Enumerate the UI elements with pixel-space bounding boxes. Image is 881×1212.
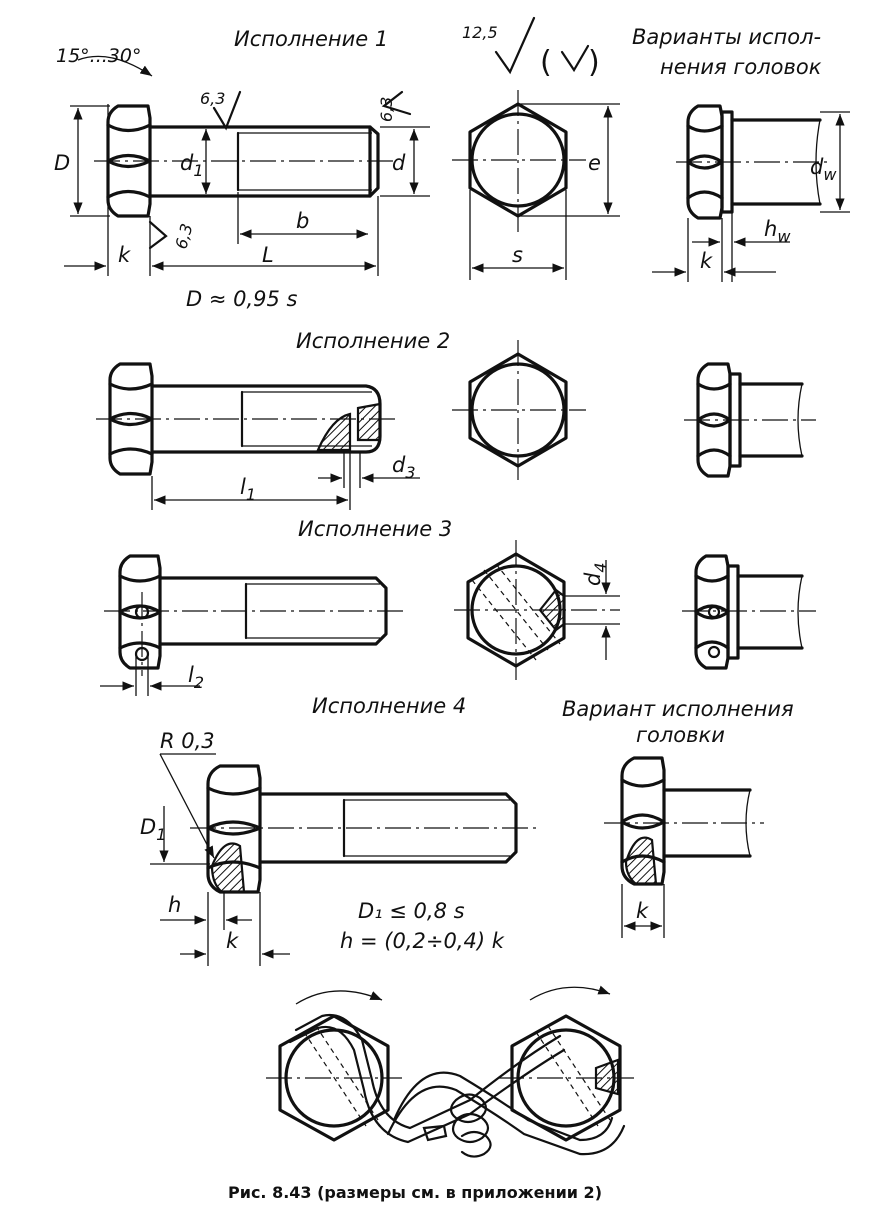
svg-text:d1: d1 [180,151,204,180]
dim-l1-sub: 1 [246,485,256,504]
dim-k-4: k [226,929,239,953]
title-variant-line1: Вариант исполнения [562,697,794,721]
bolt-1-dimensions: 15°...30° D d1 d k L b 6,3 6,3 6,3 D ≈ 0… [54,45,430,311]
dim-R: R 0,3 [160,729,215,753]
roughness-main-label: 12,5 [462,23,498,42]
dim-d4: d [581,572,605,586]
bolt-1-side-view [94,104,396,218]
head-variant-flange-3 [682,554,816,670]
svg-text:l2: l2 [188,663,204,692]
bolt-2-side-view [96,362,396,476]
dim-D1: D [140,815,156,839]
bolt-4-dimensions: R 0,3 D1 h k D₁ ≤ 0,8 s h = (0,2÷0,4) k [140,729,505,966]
dim-d3-sub: 3 [405,463,415,482]
hex-end-view-2 [452,340,586,480]
head-variant-flange-1: dw k hw [652,104,850,282]
title-variants-line2: нения головок [660,55,822,79]
head-variant-flange-2 [684,362,816,478]
dim-d3: d [392,453,406,477]
dim-k: k [118,243,131,267]
dim-hw-sub: w [777,227,791,246]
title-ispolnenie-3: Исполнение 3 [298,517,452,541]
dim-d1: d [180,151,194,175]
bolt-2-dimensions: l1 d3 [151,452,420,510]
dim-k-variant-4: k [636,899,649,923]
dim-d1-sub: 1 [193,161,203,180]
dim-L: L [262,243,274,267]
bolt-4-side-view [190,764,536,894]
title-ispolnenie-4: Исполнение 4 [312,694,466,718]
bolt-3-side-view [104,554,404,676]
svg-text:dw: dw [810,155,837,184]
dim-d: d [392,151,406,175]
svg-text:d3: d3 [392,453,416,482]
hex-end-view-3: d4 [454,540,620,680]
dim-e: e [588,151,601,175]
dim-hw: h [764,217,777,241]
dim-angle: 15°...30° [56,45,141,67]
dim-dw: d [810,155,824,179]
roughness-local-1: 6,3 [200,89,225,108]
dim-d4-sub: 4 [591,562,610,572]
svg-text:(: ( [540,45,552,80]
svg-text:): ) [588,45,600,80]
svg-text:d4: d4 [581,562,610,586]
hex-end-view-1: e s [452,90,620,280]
svg-text:hw: hw [764,217,791,246]
svg-text:D1: D1 [140,815,166,844]
roughness-local-2: 6,3 [377,97,396,122]
dim-k-variant: k [700,249,713,273]
dim-D1-sub: 1 [156,825,166,844]
dim-h: h [168,893,181,917]
formula-f2: D₁ ≤ 0,8 s [358,899,465,923]
formula-f3: h = (0,2÷0,4) k [340,929,505,953]
roughness-sign: 12,5 ( ) [462,16,600,80]
head-variant-4: k [604,756,764,938]
title-variants-line1: Варианты испол- [632,25,821,49]
dim-l2-sub: 2 [194,673,204,692]
roughness-local-3: 6,3 [172,222,197,252]
dim-s: s [512,243,523,267]
figure-caption: Рис. 8.43 (размеры см. в приложении 2) [228,1183,602,1202]
svg-text:l1: l1 [240,475,256,504]
formula-f1: D ≈ 0,95 s [186,287,298,311]
title-ispolnenie-1: Исполнение 1 [234,27,388,51]
dim-D: D [54,151,70,175]
dim-b: b [296,209,309,233]
bolt-3-dimensions: l2 [100,654,204,696]
locking-wire-assembly [266,985,634,1158]
dim-dw-sub: w [823,165,837,184]
title-variant-line2: головки [636,723,725,747]
title-ispolnenie-2: Исполнение 2 [296,329,450,353]
dim-l1: l [240,475,246,499]
dim-l2: l [188,663,194,687]
